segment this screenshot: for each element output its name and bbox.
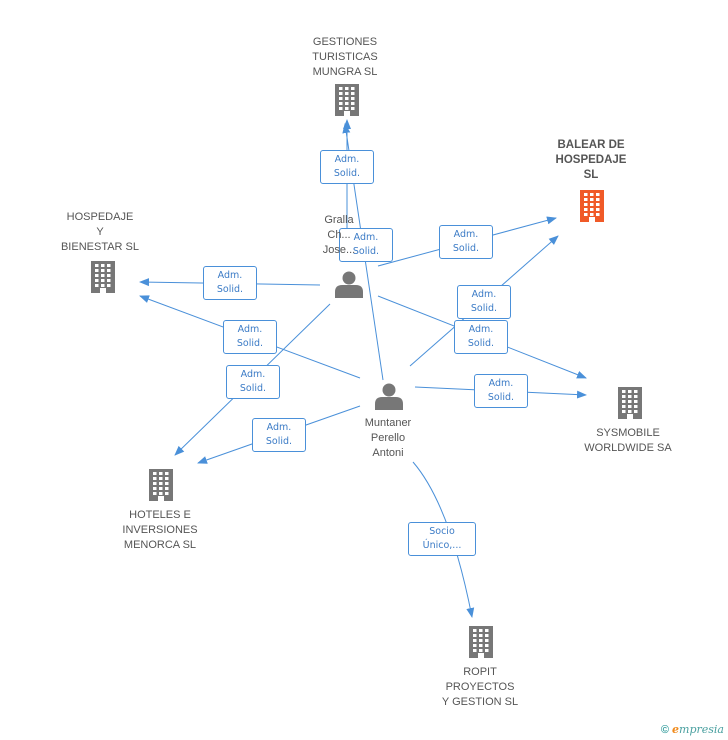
brand-first-letter: e	[672, 723, 680, 736]
building-icon-ropit[interactable]	[469, 626, 493, 658]
edge-label-muntaner-sysmobile[interactable]: Adm. Solid.	[474, 374, 528, 408]
node-label-balear[interactable]: BALEAR DE HOSPEDAJE SL	[555, 139, 627, 181]
building-icon-balear[interactable]	[580, 190, 604, 222]
edge-label-muntaner-hoteles[interactable]: Adm. Solid.	[252, 418, 306, 452]
building-icon-hoteles[interactable]	[149, 469, 173, 501]
person-icon-muntaner[interactable]	[375, 383, 403, 411]
copyright-symbol: ©	[660, 724, 669, 736]
node-label-muntaner[interactable]: Muntaner Perello Antoni	[364, 417, 412, 459]
building-icon-hospedaje[interactable]	[91, 261, 115, 293]
node-label-gestiones[interactable]: GESTIONES TURISTICAS MUNGRA SL	[312, 36, 378, 78]
empresia-brand[interactable]: © empresia	[661, 723, 724, 736]
edge-label-muntaner-ropit[interactable]: Socio Único,...	[408, 522, 476, 556]
edge-label-muntaner-hospedaje[interactable]: Adm. Solid.	[223, 320, 277, 354]
edge-label-muntaner-gestiones[interactable]: Adm. Solid.	[339, 228, 393, 262]
person-icon-gralla[interactable]	[335, 271, 363, 299]
node-label-hospedaje[interactable]: HOSPEDAJE Y BIENESTAR SL	[60, 211, 140, 253]
node-label-ropit[interactable]: ROPIT PROYECTOS Y GESTION SL	[441, 666, 519, 708]
edge-label-muntaner-balear[interactable]: Adm. Solid.	[457, 285, 511, 319]
node-label-hoteles[interactable]: HOTELES E INVERSIONES MENORCA SL	[122, 509, 198, 551]
brand-name: mpresia	[679, 723, 724, 736]
building-icon-sysmobile[interactable]	[618, 387, 642, 419]
node-label-sysmobile[interactable]: SYSMOBILE WORLDWIDE SA	[584, 427, 672, 454]
edge-label-gralla-sysmobile[interactable]: Adm. Solid.	[454, 320, 508, 354]
edge-label-gralla-hoteles[interactable]: Adm. Solid.	[226, 365, 280, 399]
edge-label-gralla-balear[interactable]: Adm. Solid.	[439, 225, 493, 259]
edge-label-gralla-hospedaje[interactable]: Adm. Solid.	[203, 266, 257, 300]
node-label-gralla[interactable]: Gralla Ch... Jose...	[322, 214, 356, 256]
edge-label-gralla-gestiones[interactable]: Adm. Solid.	[320, 150, 374, 184]
building-icon-gestiones[interactable]	[335, 84, 359, 116]
